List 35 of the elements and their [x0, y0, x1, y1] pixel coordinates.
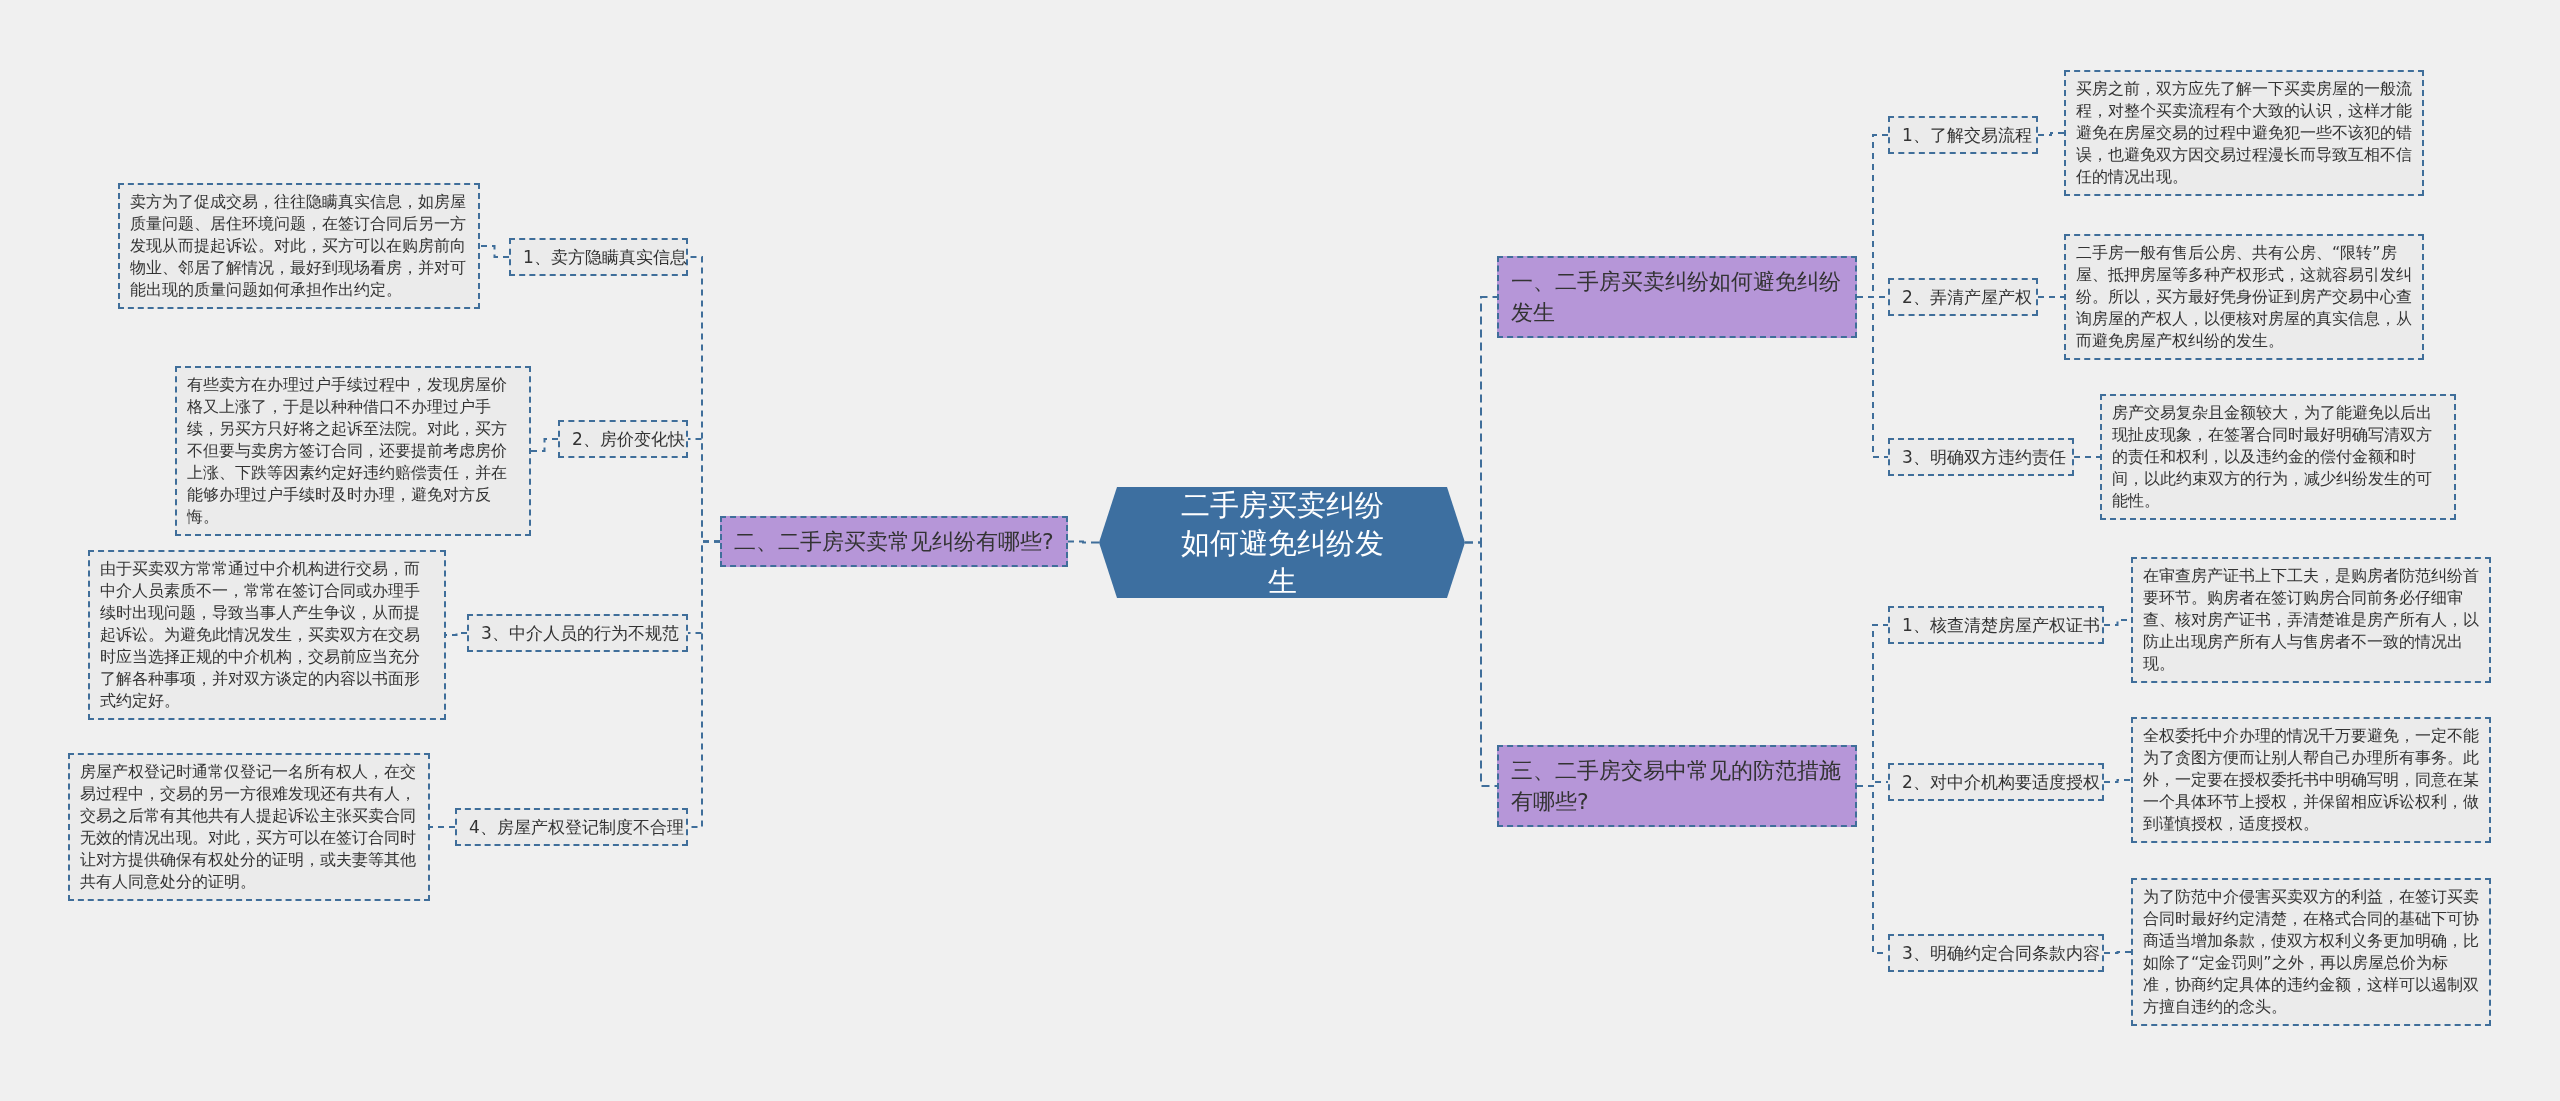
- subtopic-box: 1、卖方隐瞒真实信息: [509, 238, 688, 276]
- topic-box: 一、二手房买卖纠纷如何避免纠纷发生: [1497, 256, 1857, 338]
- connector-line: [2103, 779, 2132, 783]
- subtopic-box: 1、核查清楚房屋产权证书: [1888, 606, 2104, 644]
- connector-line: [1067, 540, 1100, 544]
- detail-box: 房产交易复杂且金额较大，为了能避免以后出现扯皮现象，在签署合同时最好明确写清双方的责任和权利，以及违约金的偿付金额和时间，以此约束双方的行为，减少纠纷发生的可能性。: [2100, 394, 2456, 520]
- connector-line: [1464, 541, 1498, 787]
- subtopic-box: 4、房屋产权登记制度不合理: [455, 808, 688, 846]
- central-topic-hexagon: 二手房买卖纠纷如何避免纠纷发生: [1099, 487, 1465, 598]
- subtopic-box: 2、房价变化快: [558, 420, 688, 458]
- connector-line: [429, 826, 456, 828]
- connector-line: [2037, 296, 2065, 298]
- subtopic-box: 2、对中介机构要适度授权: [1888, 763, 2104, 801]
- subtopic-box: 2、弄清产屋产权: [1888, 278, 2038, 316]
- subtopic-box: 1、了解交易流程: [1888, 116, 2038, 154]
- connector-line: [1856, 296, 1889, 458]
- detail-box: 在审查房产证书上下工夫，是购房者防范纠纷首要环节。购房者在签订购房合同前务必仔细审查、核对房产证书，弄清楚谁是房产所有人，以防止出现房产所有人与售房者不一致的情况出现。: [2131, 557, 2491, 683]
- detail-box: 全权委托中介办理的情况千万要避免，一定不能为了贪图方便而让别人帮自己办理所有事务。此外，一定要在授权委托书中明确写明，同意在某一个具体环节上授权，并保留相应诉讼权利，做到谨慎授权，适度授权。: [2131, 717, 2491, 843]
- detail-box: 卖方为了促成交易，往往隐瞒真实信息，如房屋质量问题、居住环境问题，在签订合同后另一方发现从而提起诉讼。对此，买方可以在购房前向物业、邻居了解情况，最好到现场看房，并对可能出现的质量问题如何承担作出约定。: [118, 183, 480, 309]
- connector-line: [2037, 132, 2065, 136]
- topic-box: 三、二手房交易中常见的防范措施有哪些?: [1497, 745, 1857, 827]
- topic-box: 二、二手房买卖常见纠纷有哪些?: [720, 516, 1068, 567]
- subtopic-box: 3、明确双方违约责任: [1888, 438, 2074, 476]
- connector-line: [530, 438, 559, 452]
- detail-box: 二手房一般有售后公房、共有公房、“限转”房屋、抵押房屋等多种产权形式，这就容易引发纠纷。所以，买方最好凭身份证到房产交易中心查询房屋的产权人，以便核对房屋的真实信息，从而避免房屋产权纠纷的发生。: [2064, 234, 2424, 360]
- connector-line: [479, 245, 510, 258]
- detail-box: 房屋产权登记时通常仅登记一名所有权人，在交易过程中，交易的另一方很难发现还有共有人，交易之后常有其他共有人提起诉讼主张买卖合同无效的情况出现。对此，买方可以在签订合同时让对方提供确保有权处分的证明，或夫妻等其他共有人同意处分的证明。: [68, 753, 430, 901]
- detail-box: 由于买卖双方常常通过中介机构进行交易，而中介人员素质不一，常常在签订合同或办理手续时出现问题，导致当事人产生争议，从而提起诉讼。为避免此情况发生，买卖双方在交易时应当选择正规的中介机构，交易前应当充分了解各种事项，并对双方谈定的内容以书面形式约定好。: [88, 550, 446, 720]
- subtopic-box: 3、明确约定合同条款内容: [1888, 934, 2104, 972]
- connector-line: [2073, 456, 2101, 458]
- subtopic-box: 3、中介人员的行为不规范: [467, 614, 688, 652]
- detail-box: 买房之前，双方应先了解一下买卖房屋的一般流程，对整个买卖流程有个大致的认识，这样才能避免在房屋交易的过程中避免犯一些不该犯的错误，也避免双方因交易过程漫长而导致互相不信任的情况出现。: [2064, 70, 2424, 196]
- connector-line: [2103, 951, 2132, 954]
- detail-box: 有些卖方在办理过户手续过程中，发现房屋价格又上涨了，于是以种种借口不办理过户手续，另买方只好将之起诉至法院。对此，买方不但要与卖房方签订合同，还要提前考虑房价上涨、下跌等因素约定好违约赔偿责任，并在能够办理过户手续时及时办理，避免对方反悔。: [175, 366, 531, 536]
- detail-box: 为了防范中介侵害买卖双方的利益，在签订买卖合同时最好约定清楚，在格式合同的基础下可协商适当增加条款，使双方权利义务更加明确，比如除了“定金罚则”之外，再以房屋总价为标准，协商约定具体的违约金额，这样可以遏制双方擅自违约的念头。: [2131, 878, 2491, 1026]
